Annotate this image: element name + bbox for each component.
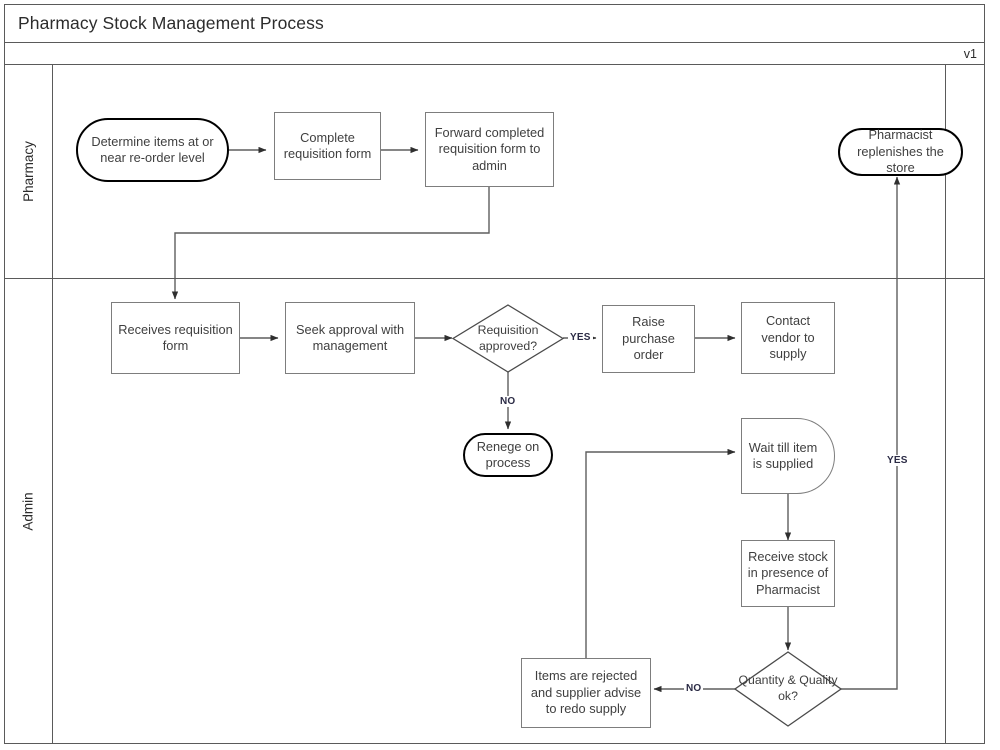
edge-label-quality-no: NO — [684, 683, 704, 694]
node-contact-vendor-label: Contact vendor to supply — [761, 313, 815, 362]
lane-label-pharmacy: Pharmacy — [4, 65, 52, 278]
node-seek-approval[interactable]: Seek approval with management — [285, 302, 415, 374]
node-complete-requisition-label: Complete requisition form — [283, 129, 372, 161]
node-forward-requisition[interactable]: Forward completed requisition form to ad… — [425, 112, 554, 187]
node-pharmacist-replenishes[interactable]: Pharmacist replenishes the store — [838, 127, 963, 176]
lane-label-admin: Admin — [4, 278, 52, 744]
lane-label-pharmacy-text: Pharmacy — [20, 141, 36, 202]
node-items-rejected-label: Items are rejected and supplier advise t… — [530, 668, 642, 717]
page-title: Pharmacy Stock Management Process — [18, 12, 324, 33]
node-pharmacist-replenishes-label: Pharmacist replenishes the store — [857, 127, 944, 176]
node-items-rejected[interactable]: Items are rejected and supplier advise t… — [521, 658, 651, 728]
node-renege-on-process-label: Renege on process — [476, 438, 540, 470]
lane-label-admin-text: Admin — [20, 491, 36, 531]
node-renege-on-process[interactable]: Renege on process — [463, 433, 553, 477]
node-wait-till-supplied-label: Wait till item is supplied — [748, 439, 818, 471]
node-receive-stock-label: Receive stock in presence of Pharmacist — [747, 548, 829, 597]
node-forward-requisition-label: Forward completed requisition form to ad… — [434, 124, 545, 173]
node-seek-approval-label: Seek approval with management — [295, 321, 405, 353]
node-requisition-approved[interactable]: Requisition approved? — [452, 304, 564, 373]
edge-label-approved-yes: YES — [568, 332, 593, 343]
node-contact-vendor[interactable]: Contact vendor to supply — [741, 302, 835, 374]
lane-label-column-divider — [52, 65, 53, 744]
title-band: Pharmacy Stock Management Process — [4, 4, 985, 43]
edge-label-approved-no: NO — [498, 396, 518, 407]
node-receive-stock[interactable]: Receive stock in presence of Pharmacist — [741, 540, 835, 607]
node-receives-requisition-label: Receives requisition form — [118, 321, 233, 353]
node-receives-requisition[interactable]: Receives requisition form — [111, 302, 240, 374]
node-raise-purchase-order[interactable]: Raise purchase order — [602, 305, 695, 373]
node-complete-requisition[interactable]: Complete requisition form — [274, 112, 381, 180]
node-quantity-quality[interactable]: Quantity & Quality ok? — [734, 651, 842, 727]
lane-right-rail — [945, 65, 946, 744]
node-raise-purchase-order-label: Raise purchase order — [622, 314, 675, 363]
node-determine-items-label: Determine items at or near re-order leve… — [91, 133, 214, 165]
version-band: v1 — [4, 43, 985, 65]
version-label: v1 — [963, 46, 977, 61]
node-wait-till-supplied[interactable]: Wait till item is supplied — [741, 418, 835, 494]
lane-divider — [4, 278, 985, 279]
diagram-frame — [4, 4, 985, 744]
node-determine-items[interactable]: Determine items at or near re-order leve… — [76, 118, 229, 182]
edge-label-quality-yes: YES — [885, 455, 910, 466]
